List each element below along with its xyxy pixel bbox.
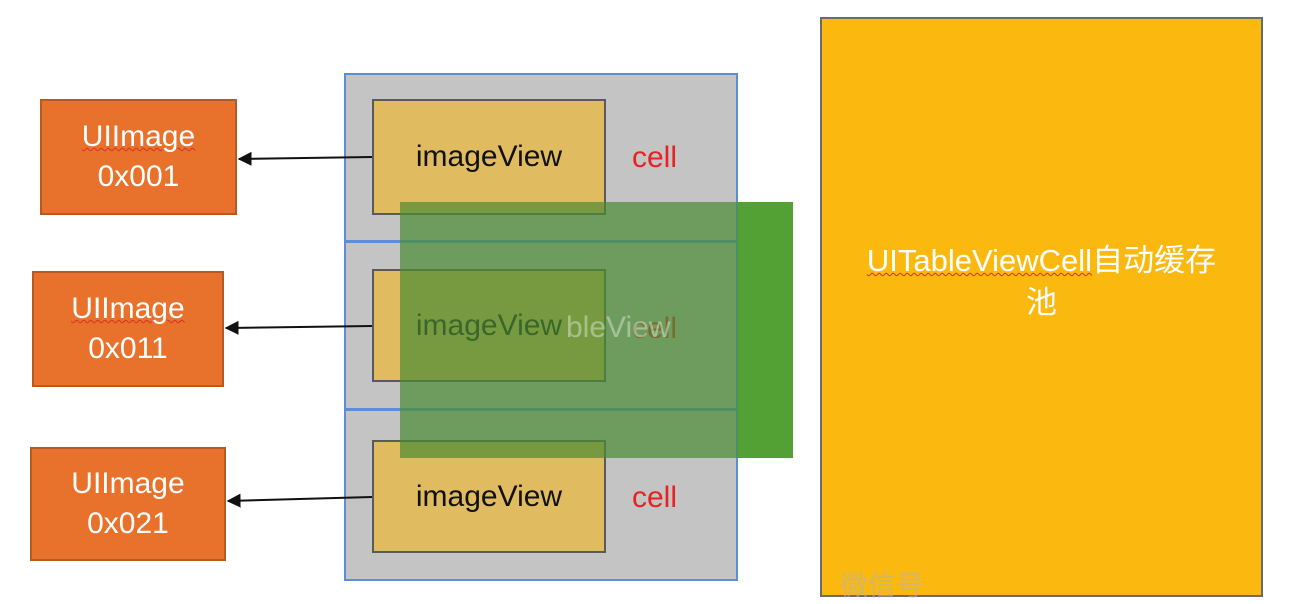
uiimage-box-3: UIImage 0x021	[30, 447, 226, 561]
cell-reuse-pool: UITableViewCell自动缓存池	[820, 17, 1263, 597]
reference-arrows	[224, 151, 373, 508]
imageview-label-3: imageView	[415, 479, 563, 513]
cell-reuse-pool-label: UITableViewCell自动缓存池	[852, 240, 1232, 324]
uiimage-address-2: 0x011	[88, 332, 168, 365]
imageview-label-1: imageView	[415, 140, 563, 173]
uiimage-box-1: UIImage 0x001	[40, 99, 237, 215]
uiimage-address-1: 0x001	[97, 160, 180, 193]
tableview-overlay	[400, 202, 738, 458]
pool-label-suffix: 自动缓存池	[1026, 243, 1217, 320]
uiimage-address-3: 0x021	[87, 507, 169, 540]
arrow-2	[224, 320, 373, 335]
uiimage-name-1: UIImage	[81, 120, 196, 153]
arrow-1	[237, 151, 373, 166]
cell-label-1: cell	[632, 141, 678, 174]
tableview-overlay-edge	[738, 202, 793, 458]
arrow-3	[226, 493, 373, 508]
uiimage-name-2: UIImage	[71, 292, 185, 325]
pool-label-class: UITableViewCell	[866, 243, 1093, 278]
imageview-box-3: imageView	[372, 440, 606, 553]
tableview-overlay-text: bleView	[566, 311, 671, 344]
cell-label-3: cell	[632, 481, 678, 514]
uiimage-name-3: UIImage	[71, 467, 185, 500]
imageview-box-1: imageView	[372, 99, 606, 215]
uiimage-box-2: UIImage 0x011	[32, 271, 224, 387]
